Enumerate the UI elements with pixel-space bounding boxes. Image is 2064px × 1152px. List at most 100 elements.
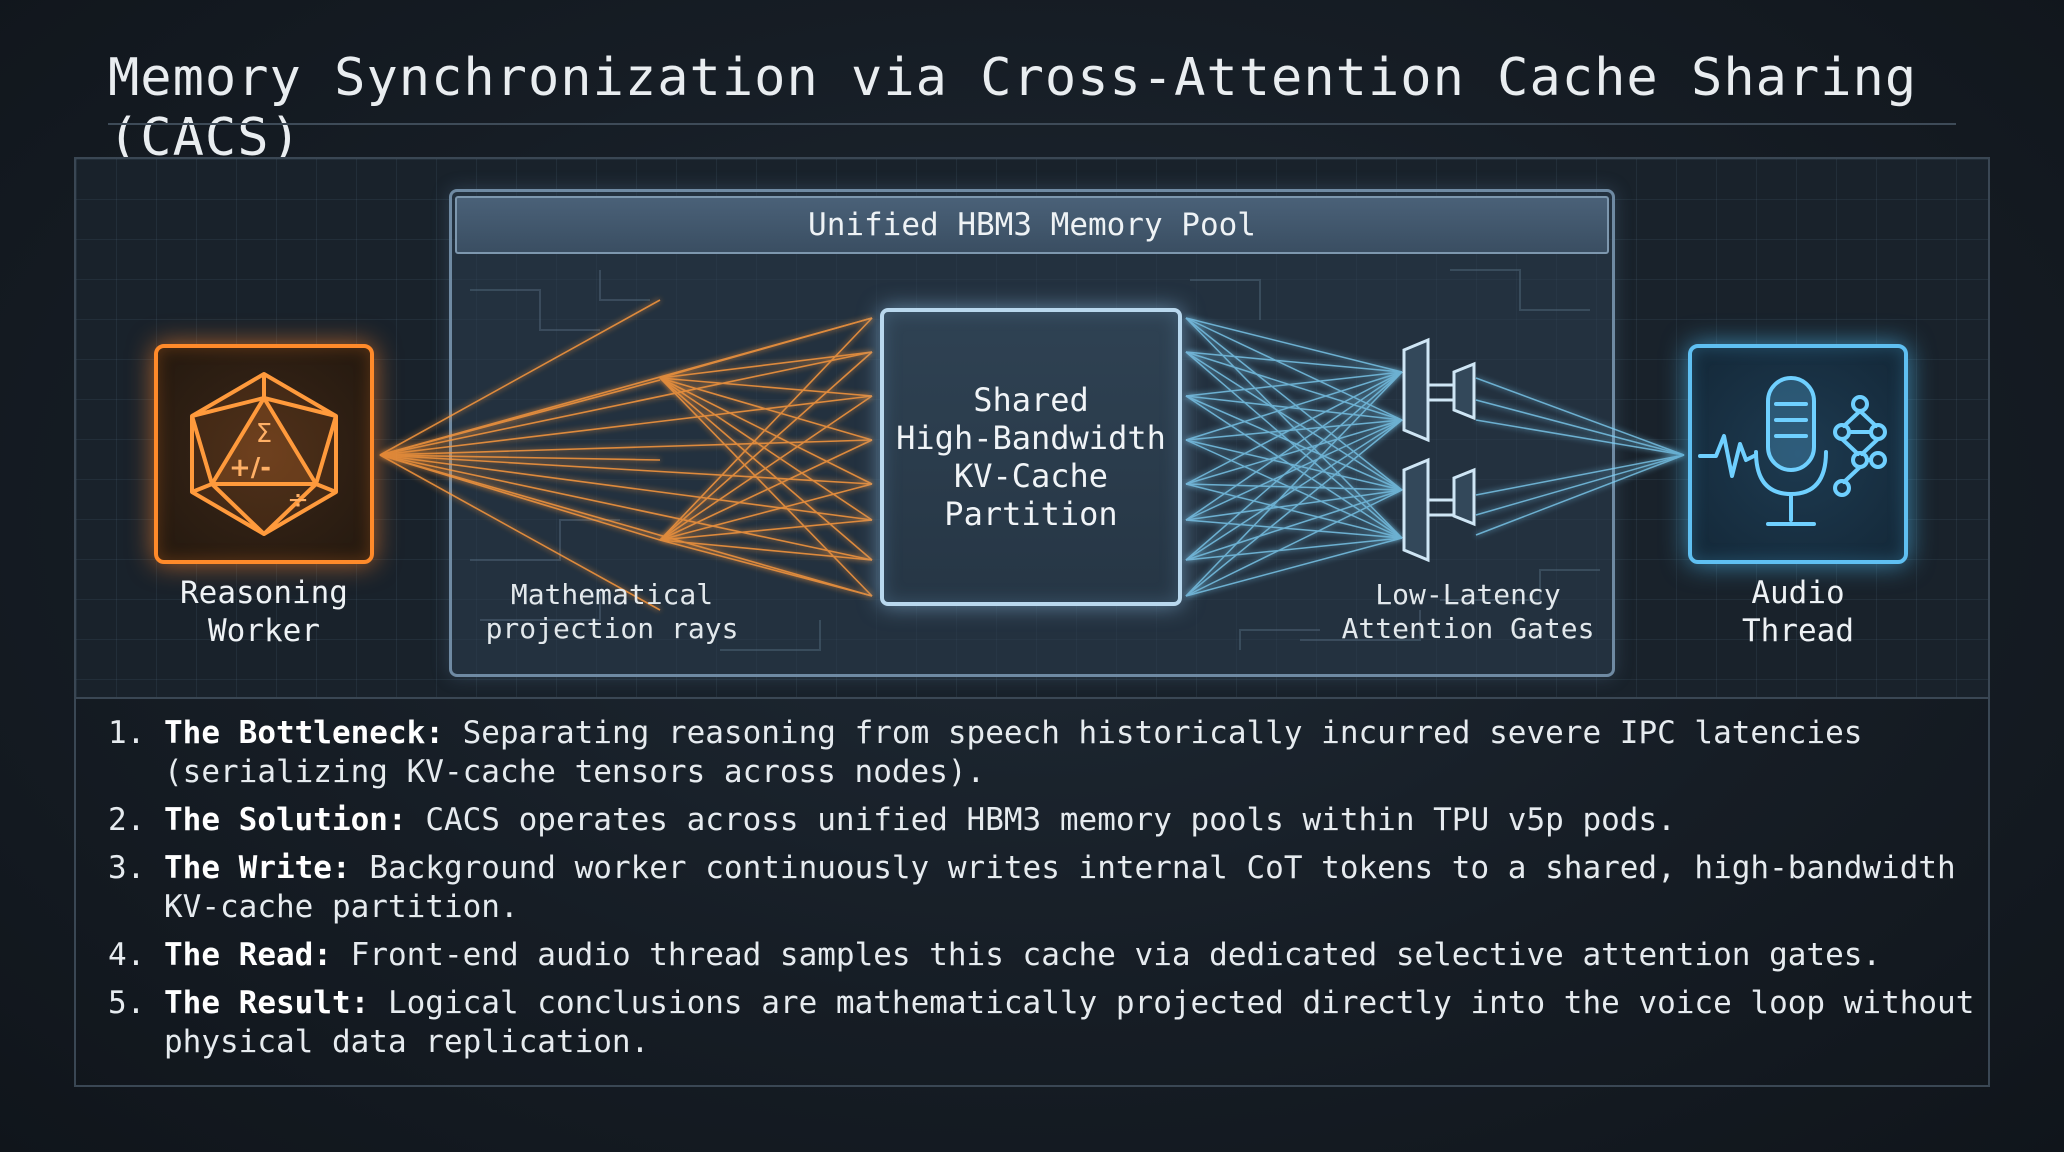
attention-ray [1185,483,1403,539]
list-item-number: 1. [108,715,146,751]
reasoning-worker-label: Reasoning Worker [124,574,404,650]
attention-ray [1185,351,1403,539]
attention-ray [1185,537,1403,561]
circuit-traces [470,269,1600,651]
projection-ray [659,483,873,541]
projection-ray [379,454,661,611]
list-item-text: CACS operates across unified HBM3 memory… [425,802,1676,838]
memory-pool-header: Unified HBM3 Memory Pool [455,196,1609,254]
attention-ray [1475,454,1685,516]
audio-thread-label: Audio Thread [1658,574,1938,650]
list-item: 2. The Solution: CACS operates across un… [108,801,1988,840]
neural-network-icon [1833,395,1887,497]
cache-label: Shared High-Bandwidth KV-Cache Partition [896,381,1166,533]
list-item-number: 5. [108,985,146,1021]
audio-label-line-1: Audio [1751,575,1845,611]
attention-ray [1185,395,1403,491]
list-item-label: The Bottleneck: [164,715,444,751]
reasoning-label-line-2: Worker [208,613,320,649]
blue-attention-rays [1185,317,1685,597]
cache-label-line-1: Shared [973,381,1089,419]
audio-thread-node [1688,344,1908,564]
attention-ray [1185,489,1403,597]
list-item: 1. The Bottleneck: Separating reasoning … [108,714,1988,792]
attention-ray [1475,419,1685,456]
attention-ray [1185,371,1403,597]
attention-ray [1185,371,1403,521]
attention-ray [1185,371,1403,485]
projection-rays-label: Mathematical projection rays [452,578,772,646]
projection-ray [659,377,873,397]
explanation-list: 1. The Bottleneck: Separating reasoning … [108,714,1988,1071]
section-divider [76,697,1988,699]
projection-ray [379,454,661,541]
list-item-number: 2. [108,802,146,838]
attention-ray [1185,419,1403,561]
projection-ray [659,351,873,379]
cache-label-line-4: Partition [944,495,1118,533]
icosahedron-math-icon: Σ +/- ÷ [190,372,338,536]
projection-ray [379,395,873,456]
list-item: 4. The Read: Front-end audio thread samp… [108,936,1988,975]
gates-label-line-1: Low-Latency [1375,578,1561,611]
projection-ray [379,351,873,456]
attention-gate-icon [1402,337,1476,563]
cache-label-line-3: KV-Cache [953,457,1109,495]
attention-ray [1185,489,1403,521]
attention-ray [1185,489,1403,561]
attention-ray [1185,519,1403,539]
content-frame [74,157,1990,1087]
projection-ray [659,317,873,541]
polyhedron-sigma: Σ [256,419,272,449]
projection-ray [379,379,661,456]
attention-ray [1185,537,1403,597]
attention-ray [1185,317,1403,373]
projection-ray [659,539,873,597]
projection-ray [659,539,873,561]
attention-ray [1185,419,1403,485]
list-item-label: The Result: [164,985,370,1021]
attention-ray [1185,419,1403,521]
waveform-icon [1698,434,1756,478]
projection-ray [659,377,873,485]
audio-label-line-2: Thread [1742,613,1854,649]
list-item: 3. The Write: Background worker continuo… [108,849,1988,927]
projection-ray [659,377,873,597]
list-item-text: Front-end audio thread samples this cach… [350,937,1882,973]
projection-ray [659,377,873,441]
attention-ray [1475,454,1685,536]
projection-ray [379,454,873,561]
list-item-text: Separating reasoning from speech histori… [164,715,1863,790]
list-item: 5. The Result: Logical conclusions are m… [108,984,1988,1062]
projection-ray [659,351,873,541]
gates-label-line-2: Attention Gates [1341,612,1595,645]
shared-kv-cache-partition: Shared High-Bandwidth KV-Cache Partition [880,308,1182,606]
polyhedron-plusminus: +/- [229,453,271,483]
attention-ray [1185,483,1403,491]
projection-ray [659,395,873,541]
reasoning-label-line-1: Reasoning [180,575,348,611]
projection-ray [659,377,873,521]
attention-ray [1185,351,1403,373]
microphone-waveform-network-icon [1698,376,1887,526]
attention-ray [1185,351,1403,491]
attention-ray [1185,395,1403,421]
orange-projection-rays [379,299,873,611]
projection-ray [659,439,873,541]
attention-ray [1475,399,1685,456]
list-item-label: The Solution: [164,802,407,838]
list-item-text: Background worker continuously writes in… [164,850,1956,925]
list-item-number: 4. [108,937,146,973]
attention-ray [1475,377,1685,456]
attention-ray [1185,395,1403,539]
projection-ray [659,519,873,541]
attention-ray [1475,454,1685,496]
projection-ray [379,454,873,521]
list-item-label: The Read: [164,937,332,973]
attention-ray [1185,419,1403,441]
microphone-icon [1766,376,1816,472]
projection-ray [379,454,873,597]
projection-ray [659,317,873,379]
attention-ray [1185,439,1403,491]
